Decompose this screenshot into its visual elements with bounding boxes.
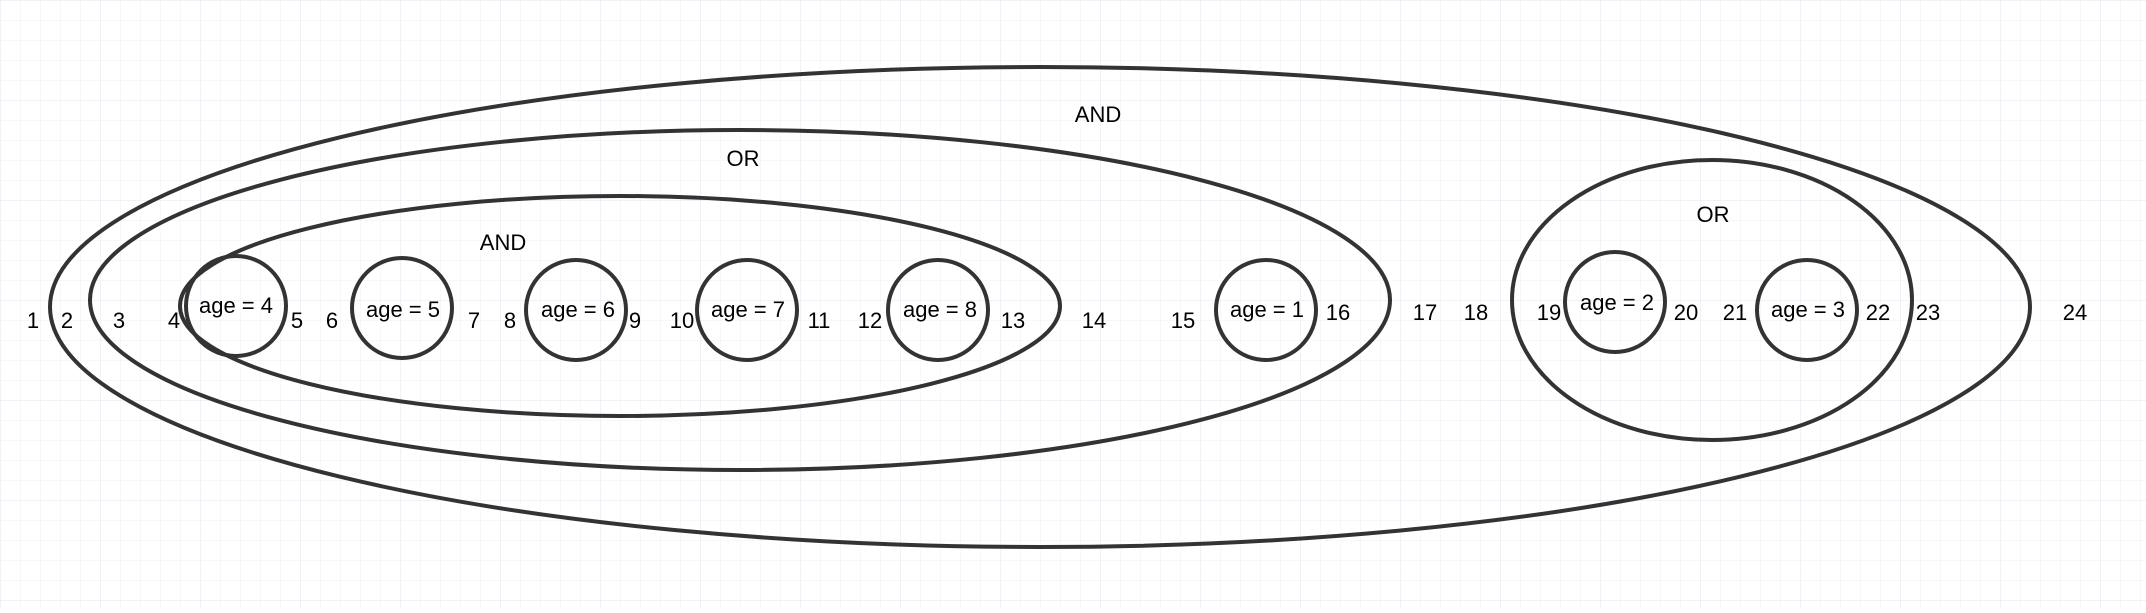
inner-and-label: AND xyxy=(480,230,526,255)
condition-circle-age-5[interactable] xyxy=(350,256,454,360)
position-marker: 12 xyxy=(858,308,882,333)
condition-label: age = 3 xyxy=(1771,297,1845,322)
outer-and-ellipse[interactable] xyxy=(48,65,2032,549)
condition-circle-age-8[interactable] xyxy=(886,258,990,362)
position-marker: 2 xyxy=(61,308,73,333)
condition-circle-age-3[interactable] xyxy=(1755,258,1859,362)
condition-label: age = 1 xyxy=(1230,297,1304,322)
condition-label: age = 4 xyxy=(199,293,273,318)
condition-circle-age-4[interactable] xyxy=(184,254,288,358)
condition-circle-age-6[interactable] xyxy=(524,258,628,362)
position-marker: 11 xyxy=(808,308,831,333)
position-marker: 21 xyxy=(1723,300,1747,325)
condition-label: age = 7 xyxy=(711,297,785,322)
position-marker: 20 xyxy=(1674,300,1698,325)
left-or-label: OR xyxy=(727,146,760,171)
position-marker: 6 xyxy=(326,308,338,333)
condition-circle-age-7[interactable] xyxy=(695,258,799,362)
condition-label: age = 5 xyxy=(366,297,440,322)
position-marker: 13 xyxy=(1001,308,1025,333)
condition-label: age = 8 xyxy=(903,297,977,322)
condition-label: age = 2 xyxy=(1580,290,1654,315)
position-marker: 16 xyxy=(1326,300,1350,325)
position-marker: 14 xyxy=(1082,308,1106,333)
position-marker: 10 xyxy=(670,308,694,333)
position-marker: 22 xyxy=(1866,300,1890,325)
condition-circle-age-2[interactable] xyxy=(1563,250,1667,354)
position-marker: 24 xyxy=(2063,300,2087,325)
position-marker: 15 xyxy=(1171,308,1195,333)
outer-and-label: AND xyxy=(1075,102,1121,127)
condition-label: age = 6 xyxy=(541,297,615,322)
right-or-label: OR xyxy=(1697,202,1730,227)
position-marker: 8 xyxy=(504,308,516,333)
condition-circle-age-1[interactable] xyxy=(1214,258,1318,362)
position-marker: 5 xyxy=(291,308,303,333)
inner-and-ellipse[interactable] xyxy=(178,194,1062,418)
position-marker: 7 xyxy=(468,308,480,333)
left-or-ellipse[interactable] xyxy=(88,128,1392,472)
position-marker: 3 xyxy=(113,308,125,333)
position-marker: 18 xyxy=(1464,300,1488,325)
position-marker: 4 xyxy=(168,308,180,333)
position-marker: 19 xyxy=(1537,300,1561,325)
position-marker: 23 xyxy=(1916,300,1940,325)
position-marker: 1 xyxy=(27,308,39,333)
right-or-ellipse[interactable] xyxy=(1510,158,1914,442)
position-marker: 17 xyxy=(1413,300,1437,325)
position-marker: 9 xyxy=(629,308,641,333)
